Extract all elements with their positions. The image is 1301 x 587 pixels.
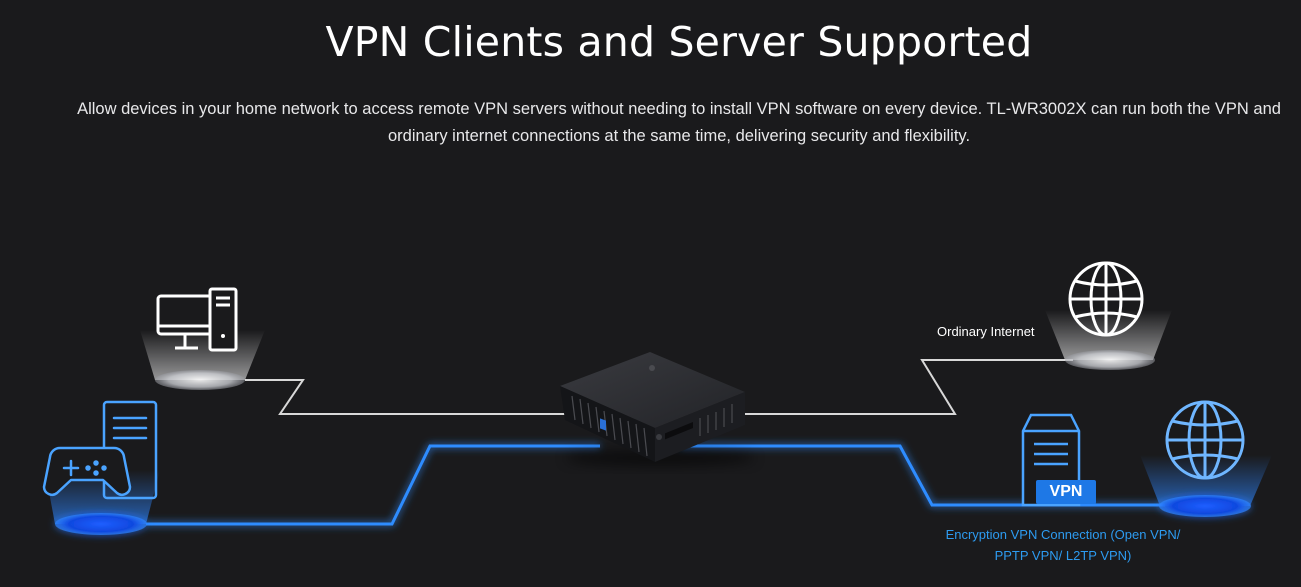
pc-connection-line (245, 379, 565, 415)
game-console-icon (42, 400, 158, 500)
vpn-globe-pad (1159, 495, 1251, 517)
globe-vpn-icon (1165, 400, 1245, 480)
vpn-connection-label: Encryption VPN Connection (Open VPN/ PPT… (945, 527, 1181, 563)
game-beam (45, 470, 160, 524)
router-device (560, 352, 755, 466)
desktop-pc-icon (156, 287, 238, 352)
page-description: Allow devices in your home network to ac… (77, 100, 1281, 145)
ordinary-internet-label: Ordinary Internet (937, 324, 1035, 339)
globe-icon (1068, 261, 1144, 337)
page-title: VPN Clients and Server Supported (325, 18, 1033, 66)
game-pad (55, 513, 147, 535)
vpn-globe-beam (1140, 455, 1272, 506)
internet-connection-line (745, 359, 1073, 415)
vpn-client-connection-line (146, 444, 600, 526)
internet-pad (1065, 350, 1155, 370)
vpn-badge: VPN (1036, 480, 1096, 504)
pc-pad (155, 370, 245, 390)
